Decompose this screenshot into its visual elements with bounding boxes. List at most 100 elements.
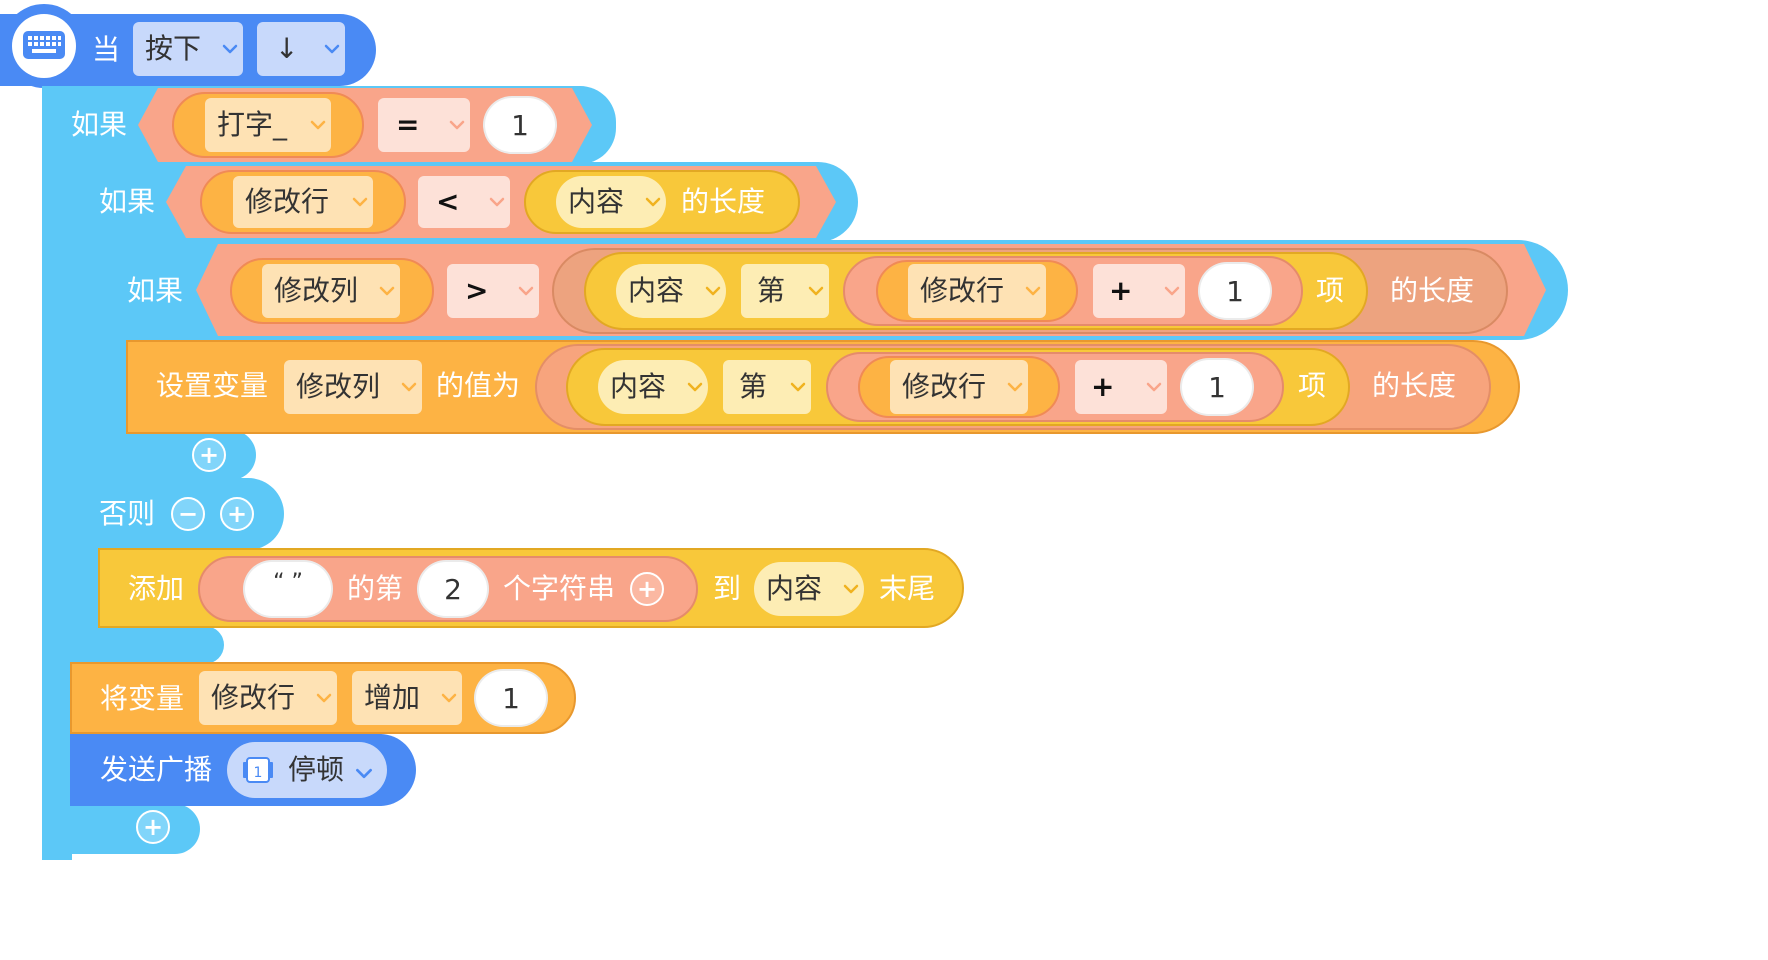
if2-var-dropdown[interactable]: 修改行 (233, 176, 373, 228)
plus-icon: + (226, 500, 248, 528)
change-op-dropdown[interactable]: 增加 (352, 671, 462, 725)
chevron-down-icon (838, 584, 864, 594)
set-var-index-var-dropdown[interactable]: 修改行 (890, 360, 1028, 414)
broadcast-label: 发送广播 (100, 753, 213, 786)
if3-nth-label: 第 (757, 274, 786, 307)
chevron-down-icon (347, 197, 373, 207)
set-var-length-label: 的长度 (1372, 369, 1457, 402)
else-remove-button[interactable]: − (171, 497, 205, 531)
if1-var-dropdown[interactable]: 打字_ (205, 98, 331, 152)
count-input[interactable]: 2 (417, 560, 489, 618)
if2-left-arm (70, 162, 100, 650)
if3-list-label: 内容 (628, 274, 685, 307)
end-label: 末尾 (879, 572, 936, 605)
if1-add-branch-button[interactable]: + (136, 810, 170, 844)
chevron-down-icon (319, 44, 345, 54)
set-var-nth-label: 第 (739, 370, 768, 403)
event-dropdown[interactable]: 按下 (133, 22, 243, 76)
chevron-down-icon (1020, 286, 1046, 296)
nth-label: 的第 (347, 572, 404, 605)
set-var-plus-label: + (1091, 370, 1115, 403)
event-dropdown-label: 按下 (145, 32, 202, 65)
if3-length-label: 的长度 (1390, 274, 1475, 307)
set-var-plus-dropdown[interactable]: + (1075, 360, 1167, 414)
chevron-down-icon (374, 286, 400, 296)
if3-var-label: 修改列 (274, 274, 359, 307)
if3-operator-dropdown[interactable]: > (447, 264, 539, 318)
chevron-down-icon (682, 382, 708, 392)
if3-operator-label: > (465, 274, 489, 307)
chevron-down-icon (1159, 286, 1185, 296)
chevron-down-icon (513, 286, 539, 296)
if3-plus-dropdown[interactable]: + (1093, 264, 1185, 318)
add-item-list-dropdown[interactable]: 内容 (754, 562, 864, 616)
if2-add-branch-button[interactable]: + (192, 438, 226, 472)
set-var-nth-dropdown[interactable]: 第 (723, 360, 811, 414)
chevron-down-icon (1002, 382, 1028, 392)
if3-label: 如果 (127, 274, 184, 307)
string-add-button[interactable]: + (630, 572, 664, 606)
if1-operator-dropdown[interactable]: = (378, 98, 470, 152)
chevron-down-icon (355, 764, 375, 779)
if2-var-label: 修改行 (245, 185, 330, 218)
if1-operator-label: = (396, 108, 420, 141)
add-item-list-label: 内容 (766, 572, 823, 605)
if2-operator-label: < (436, 185, 460, 218)
set-var-list-dropdown[interactable]: 内容 (598, 360, 708, 414)
if3-list-dropdown[interactable]: 内容 (616, 264, 726, 318)
if1-value-input[interactable]: 1 (483, 96, 557, 154)
if3-nth-dropdown[interactable]: 第 (741, 264, 829, 318)
add-item-label: 添加 (128, 572, 185, 605)
else-add-button[interactable]: + (220, 497, 254, 531)
set-var-dropdown[interactable]: 修改列 (284, 360, 422, 414)
chevron-down-icon (484, 197, 510, 207)
chevron-down-icon (640, 197, 666, 207)
chevron-down-icon (396, 382, 422, 392)
set-var-label: 设置变量 (156, 369, 269, 402)
chevron-down-icon (700, 286, 726, 296)
if2-operator-dropdown[interactable]: < (418, 176, 510, 228)
if3-index-var-label: 修改行 (920, 274, 1005, 307)
if3-plus-label: + (1109, 274, 1133, 307)
chevron-down-icon (785, 382, 811, 392)
if1-bottom-bar (42, 804, 200, 854)
if3-left-arm (98, 240, 128, 450)
change-value-input[interactable]: 1 (474, 669, 548, 727)
set-var-item-label: 项 (1298, 369, 1327, 402)
change-var-var-label: 修改行 (211, 681, 296, 714)
minus-icon: − (177, 500, 199, 528)
chevron-down-icon (444, 120, 470, 130)
broadcast-message-label: 停顿 (288, 753, 345, 786)
chevron-down-icon (436, 693, 462, 703)
message-icon-digit: 1 (254, 765, 263, 781)
message-icon: 1 (243, 757, 273, 783)
if2-bottom-bar (70, 626, 224, 664)
string-value-input[interactable]: “ ” (243, 560, 333, 618)
if3-plus-value-input[interactable]: 1 (1198, 262, 1272, 320)
key-dropdown[interactable]: ↓ (257, 22, 345, 76)
if1-left-arm (42, 86, 72, 860)
change-var-label: 将变量 (100, 682, 185, 715)
if2-length-label: 的长度 (681, 185, 766, 218)
change-var-dropdown[interactable]: 修改行 (199, 671, 337, 725)
set-var-plus-value-input[interactable]: 1 (1180, 358, 1254, 416)
chevron-down-icon (311, 693, 337, 703)
chevron-down-icon (305, 120, 331, 130)
set-var-var-label: 修改列 (296, 370, 381, 403)
key-dropdown-label: ↓ (275, 32, 299, 65)
if1-var-label: 打字_ (217, 108, 288, 141)
to-label: 到 (713, 572, 742, 605)
plus-icon: + (198, 441, 220, 469)
chevron-down-icon (1141, 382, 1167, 392)
set-var-list-label: 内容 (610, 370, 667, 403)
else-label: 否则 (99, 497, 156, 530)
if3-var-dropdown[interactable]: 修改列 (262, 264, 400, 318)
if3-item-label: 项 (1316, 274, 1345, 307)
when-label: 当 (92, 33, 121, 66)
plus-icon: + (142, 813, 164, 841)
string-label: 个字符串 (503, 572, 616, 605)
if2-list-dropdown[interactable]: 内容 (556, 176, 666, 228)
if2-list-label: 内容 (568, 185, 625, 218)
if3-index-var-dropdown[interactable]: 修改行 (908, 264, 1046, 318)
chevron-down-icon (217, 44, 243, 54)
